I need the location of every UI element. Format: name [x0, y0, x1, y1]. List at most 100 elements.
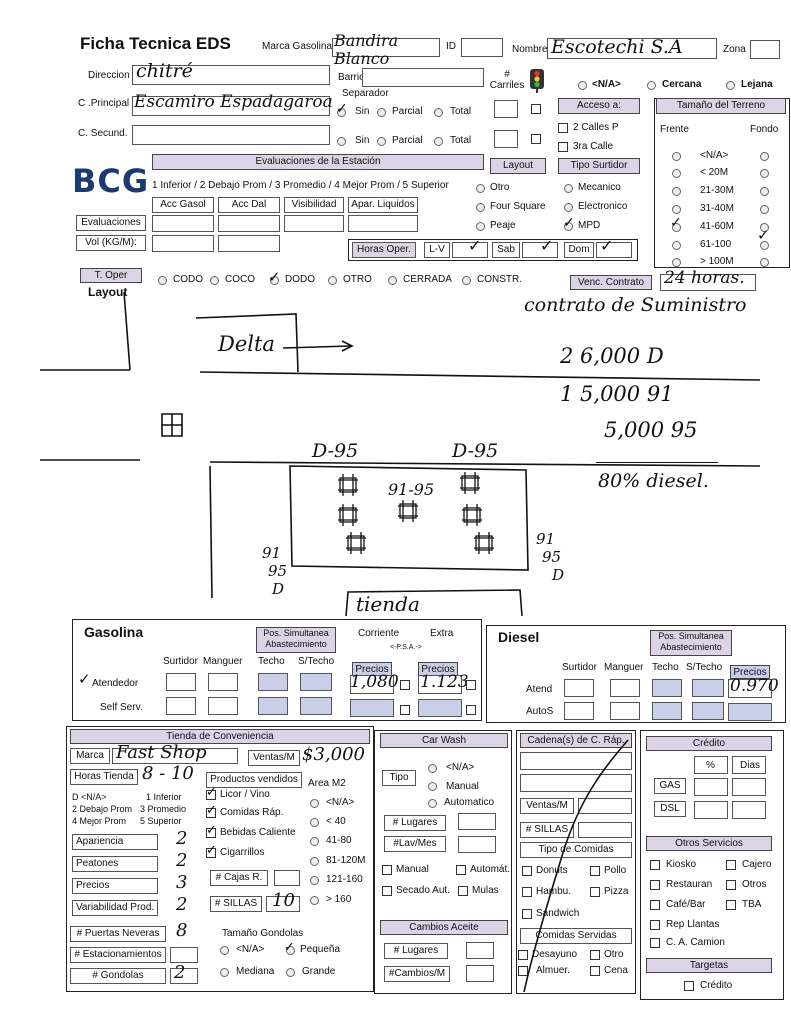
credito-dsl-pct[interactable]	[694, 801, 728, 819]
producto-check-2[interactable]	[206, 828, 216, 838]
fondo-radio-4[interactable]	[760, 223, 769, 232]
acceso-2calles-check[interactable]	[558, 123, 568, 133]
targetas-credito-check[interactable]	[684, 981, 694, 991]
cambios-lugares-field[interactable]	[466, 942, 494, 959]
surtidor-mpd-radio[interactable]	[564, 222, 573, 231]
surtidor-mecanico-radio[interactable]	[564, 184, 573, 193]
carriles-check-1[interactable]	[531, 104, 541, 114]
gas-self-precio-corriente[interactable]	[350, 699, 394, 717]
frente-radio-5[interactable]	[672, 241, 681, 250]
area-radio-0[interactable]	[310, 799, 319, 808]
credito-gas-dias[interactable]	[732, 778, 766, 796]
gondolas-field[interactable]	[170, 968, 198, 984]
carriles-check-2[interactable]	[531, 134, 541, 144]
horas-dom-field[interactable]	[596, 242, 632, 258]
toper-radio-1[interactable]	[210, 276, 219, 285]
venc-contrato-field[interactable]	[660, 274, 756, 291]
eval-acc-dal[interactable]	[218, 215, 280, 232]
principal-field[interactable]	[132, 96, 330, 116]
diesel-autos-surtidor[interactable]	[564, 702, 594, 720]
otros-check-3[interactable]	[726, 880, 736, 890]
direccion-field[interactable]	[132, 65, 330, 85]
pizza-check[interactable]	[590, 887, 600, 897]
otros-check-6[interactable]	[650, 920, 660, 930]
carwash-automat-check[interactable]	[456, 865, 466, 875]
zona-field[interactable]	[750, 40, 780, 59]
vol-acc-gasol[interactable]	[152, 235, 214, 252]
cajas-field[interactable]	[274, 870, 300, 886]
sandwich-check[interactable]	[522, 909, 532, 919]
toper-radio-5[interactable]	[462, 276, 471, 285]
fondo-radio-1[interactable]	[760, 169, 769, 178]
gas-self-precio-extra[interactable]	[418, 699, 462, 717]
cadena-name-field-1[interactable]	[520, 752, 632, 770]
frente-radio-6[interactable]	[672, 258, 681, 267]
otros-check-5[interactable]	[726, 900, 736, 910]
nombre-field[interactable]	[547, 38, 717, 59]
separador-sin-radio[interactable]	[337, 108, 346, 117]
gas-atend-stecho[interactable]	[300, 673, 332, 691]
producto-check-3[interactable]	[206, 848, 216, 858]
eval-apar[interactable]	[348, 215, 418, 232]
frente-radio-0[interactable]	[672, 152, 681, 161]
frente-radio-1[interactable]	[672, 169, 681, 178]
secund-field[interactable]	[132, 125, 330, 145]
carwash-lav-field[interactable]	[458, 836, 496, 853]
surtidor-electronico-radio[interactable]	[564, 203, 573, 212]
tam-gondolas-grande-radio[interactable]	[286, 968, 295, 977]
carriles-field-2[interactable]	[494, 130, 518, 148]
tam-gondolas-mediana-radio[interactable]	[220, 968, 229, 977]
gas-atend-surtidor[interactable]	[166, 673, 196, 691]
area-radio-2[interactable]	[310, 837, 319, 846]
vol-acc-dal[interactable]	[218, 235, 280, 252]
marca-field[interactable]	[332, 38, 440, 57]
hambu-check[interactable]	[522, 887, 532, 897]
pollo-check[interactable]	[590, 866, 600, 876]
toper-radio-4[interactable]	[388, 276, 397, 285]
producto-check-1[interactable]	[206, 808, 216, 818]
cadena-sillas-field[interactable]	[578, 822, 632, 838]
proximity-na-radio[interactable]	[578, 81, 587, 90]
otro-comida-check[interactable]	[590, 950, 600, 960]
carwash-lugares-field[interactable]	[458, 813, 496, 830]
area-radio-3[interactable]	[310, 857, 319, 866]
gas-self-corriente-check[interactable]	[400, 705, 410, 715]
cena-check[interactable]	[590, 966, 600, 976]
diesel-autos-manguer[interactable]	[610, 702, 640, 720]
gas-self-techo[interactable]	[258, 697, 288, 715]
carwash-automatico-radio[interactable]	[428, 799, 437, 808]
gas-corriente-check[interactable]	[400, 680, 410, 690]
credito-dsl-dias[interactable]	[732, 801, 766, 819]
diesel-atend-manguer[interactable]	[610, 679, 640, 697]
carwash-manual-radio[interactable]	[428, 782, 437, 791]
diesel-atend-techo[interactable]	[652, 679, 682, 697]
cadena-name-field-2[interactable]	[520, 774, 632, 792]
gas-self-surtidor[interactable]	[166, 697, 196, 715]
layout-peaje-radio[interactable]	[476, 222, 485, 231]
carwash-manual-check[interactable]	[382, 865, 392, 875]
estacionamientos-field[interactable]	[170, 947, 198, 963]
carriles-field-1[interactable]	[494, 100, 518, 118]
gas-precio-extra-field[interactable]	[418, 675, 462, 694]
horas-sab-field[interactable]	[522, 242, 558, 258]
producto-check-0[interactable]	[206, 790, 216, 800]
secund-total-radio[interactable]	[434, 137, 443, 146]
otros-check-0[interactable]	[650, 860, 660, 870]
frente-radio-4[interactable]	[672, 223, 681, 232]
area-radio-5[interactable]	[310, 896, 319, 905]
desayuno-check[interactable]	[518, 950, 528, 960]
eval-visibilidad[interactable]	[284, 215, 344, 232]
diesel-atend-surtidor[interactable]	[564, 679, 594, 697]
carwash-na-radio[interactable]	[428, 764, 437, 773]
eval-acc-gasol[interactable]	[152, 215, 214, 232]
tam-gondolas-pequena-radio[interactable]	[286, 946, 295, 955]
frente-radio-3[interactable]	[672, 205, 681, 214]
toper-radio-3[interactable]	[328, 276, 337, 285]
toper-radio-2[interactable]	[270, 276, 279, 285]
area-radio-4[interactable]	[310, 876, 319, 885]
gas-precio-corriente-field[interactable]	[350, 675, 394, 694]
gas-self-manguer[interactable]	[208, 697, 238, 715]
secund-parcial-radio[interactable]	[377, 137, 386, 146]
diesel-atend-stecho[interactable]	[692, 679, 724, 697]
frente-radio-2[interactable]	[672, 187, 681, 196]
